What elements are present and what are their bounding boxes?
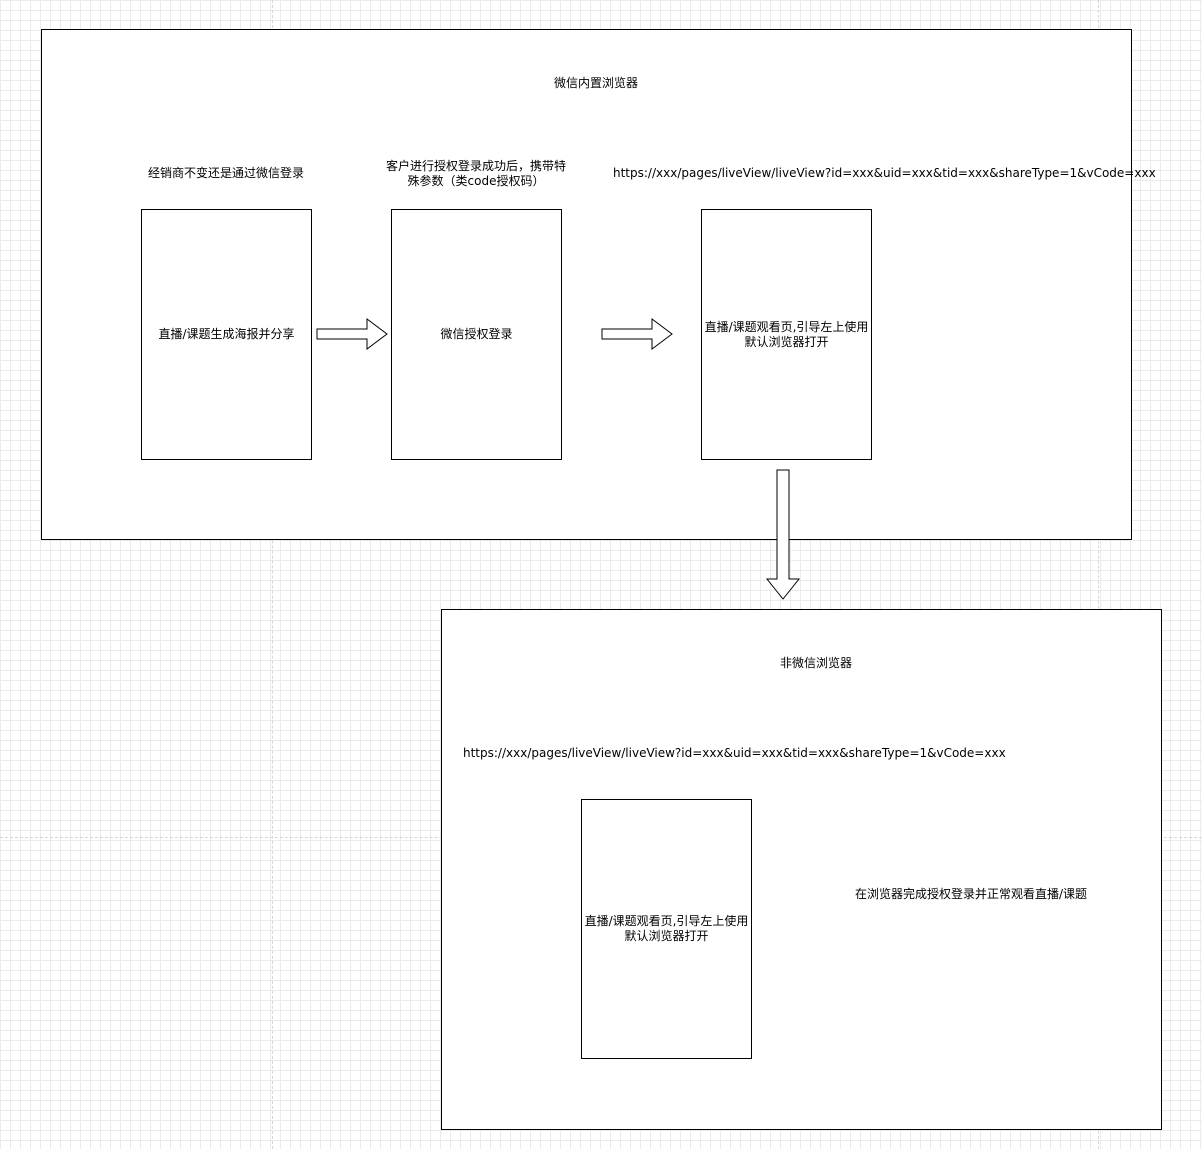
live-view-screen-wechat-label: 直播/课题观看页,引导左上使用默认浏览器打开 (704, 319, 869, 349)
step2-caption: 客户进行授权登录成功后，携带特殊参数（类code授权码） (385, 159, 566, 188)
non-wechat-browser-title: 非微信浏览器 (779, 656, 852, 670)
arrow-right-1[interactable] (316, 318, 388, 350)
wechat-browser-title: 微信内置浏览器 (553, 76, 638, 90)
step3-url-caption: https://xxx/pages/liveView/liveView?id=x… (613, 166, 1156, 180)
non-wechat-url-caption: https://xxx/pages/liveView/liveView?id=x… (463, 746, 1006, 760)
live-view-screen-wechat[interactable]: 直播/课题观看页,引导左上使用默认浏览器打开 (701, 209, 872, 460)
poster-share-screen[interactable]: 直播/课题生成海报并分享 (141, 209, 312, 460)
live-view-screen-browser-label: 直播/课题观看页,引导左上使用默认浏览器打开 (584, 914, 749, 943)
page-boundary-vertical-2 (1098, 0, 1099, 1149)
wechat-auth-login-screen[interactable]: 微信授权登录 (391, 209, 562, 460)
step1-caption: 经销商不变还是通过微信登录 (147, 166, 304, 180)
browser-result-text: 在浏览器完成授权登录并正常观看直播/课题 (855, 887, 1088, 901)
arrow-down[interactable] (765, 469, 801, 600)
poster-share-screen-label: 直播/课题生成海报并分享 (158, 327, 295, 341)
non-wechat-browser-container[interactable] (441, 609, 1162, 1130)
wechat-auth-login-screen-label: 微信授权登录 (440, 327, 513, 341)
live-view-screen-browser[interactable]: 直播/课题观看页,引导左上使用默认浏览器打开 (581, 799, 752, 1059)
arrow-right-2[interactable] (601, 318, 673, 350)
page-boundary-vertical-1 (272, 0, 273, 1149)
